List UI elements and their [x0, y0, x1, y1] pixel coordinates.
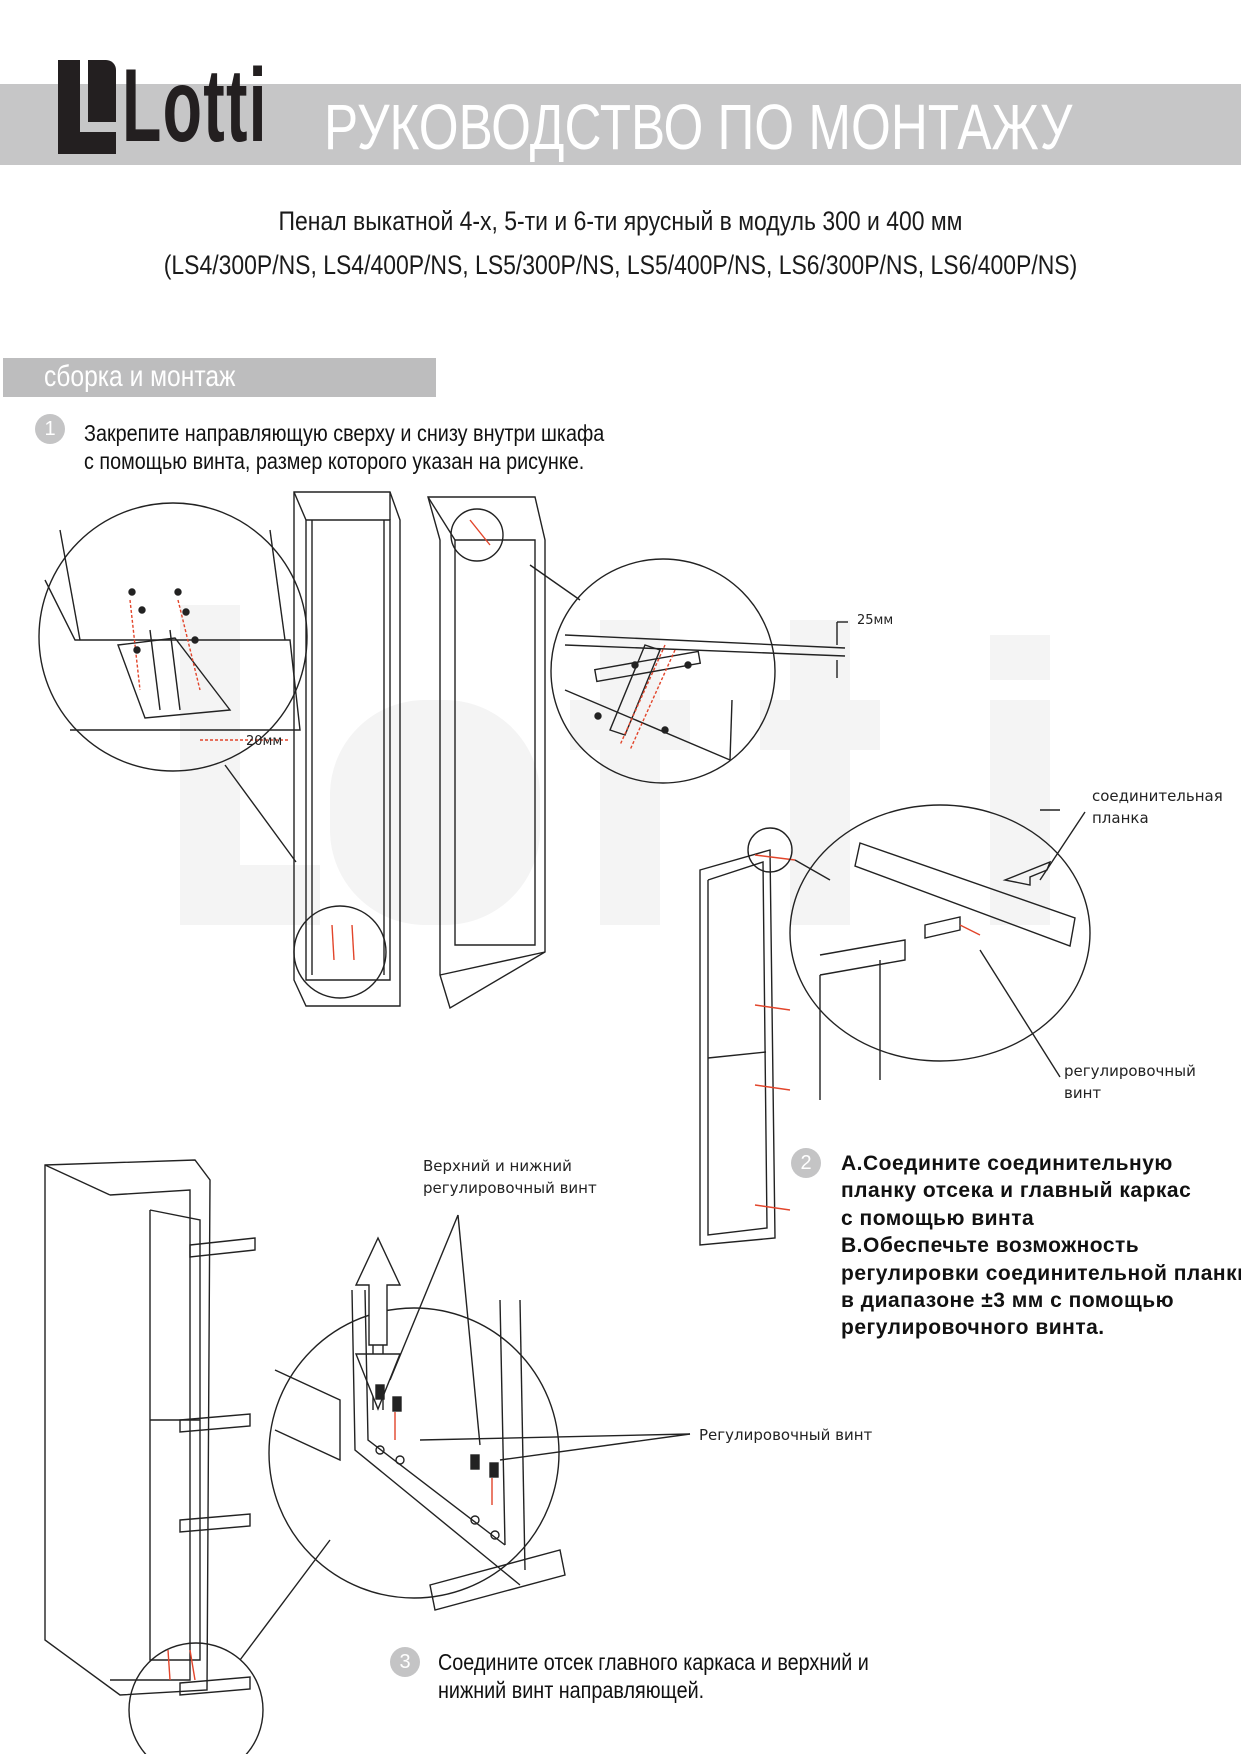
page-title: РУКОВОДСТВО ПО МОНТАЖУ [324, 91, 1073, 163]
step-2-line: В.Обеспечьте возможность [841, 1234, 1140, 1258]
step-2-line: с помощью винта [841, 1206, 1035, 1230]
cabinet-with-pullout [44, 1159, 331, 1754]
step-2-text: А.Соедините соединительную планку отсека… [841, 1150, 1241, 1342]
step-number-2: 2 [791, 1148, 821, 1178]
step-2-line: планку отсека и главный каркас [841, 1179, 1192, 1203]
label-connecting-bar: соединительная планка [1092, 785, 1223, 829]
frame-with-connecting-bars [699, 804, 1091, 1246]
detail-circle-top-guide [529, 558, 848, 784]
step-2-line: регулировки соединительной планки [841, 1261, 1241, 1285]
label-line: планка [1092, 809, 1149, 827]
logo-text: Lotti [122, 48, 268, 164]
step-1-line: Закрепите направляющую сверху и снизу вн… [84, 420, 605, 446]
brand-logo: Lotti [58, 48, 357, 164]
label-line: соединительная [1092, 787, 1223, 805]
product-models: (LS4/300P/NS, LS4/400P/NS, LS5/300P/NS, … [163, 250, 1078, 280]
label-line: регулировочный [1064, 1062, 1196, 1080]
label-top-bottom-screw: Верхний и нижний регулировочный винт [423, 1155, 597, 1199]
product-name: Пенал выкатной 4-х, 5-ти и 6-ти ярусный … [278, 206, 963, 236]
label-line: Верхний и нижний [423, 1157, 572, 1175]
cabinet-angled-view [427, 496, 546, 1010]
label-line: винт [1064, 1084, 1102, 1102]
label-adjust-screw-2: Регулировочный винт [699, 1426, 873, 1444]
step-1-text: Закрепите направляющую сверху и снизу вн… [84, 419, 604, 475]
step-2-line: А.Соедините соединительную [841, 1152, 1173, 1175]
step-3-line: нижний винт направляющей. [438, 1677, 705, 1703]
detail-circle-bottom-guide [38, 502, 308, 863]
label-adjust-screw: регулировочный винт [1064, 1060, 1196, 1104]
step-number-1: 1 [35, 414, 65, 444]
header-band [0, 84, 1241, 165]
label-line: регулировочный винт [423, 1179, 597, 1197]
step-1-line: с помощью винта, размер которого указан … [84, 448, 585, 474]
section-title: сборка и монтаж [44, 360, 236, 393]
step-2-line: регулировочного винта. [841, 1316, 1105, 1340]
section-header: сборка и монтаж [3, 358, 436, 397]
logo-mark-icon [58, 60, 116, 154]
step-3-line: Соедините отсек главного каркаса и верхн… [438, 1649, 869, 1675]
step-3-text: Соедините отсек главного каркаса и верхн… [438, 1648, 869, 1704]
step-2-line: в диапазоне ±3 мм с помощью [841, 1289, 1175, 1313]
cabinet-front-view [293, 491, 401, 1007]
step-number-3: 3 [390, 1647, 420, 1677]
dimension-20mm: 20мм [246, 734, 283, 749]
detail-circle-adjustment-screws [268, 1214, 691, 1611]
dimension-25mm: 25мм [857, 613, 894, 628]
